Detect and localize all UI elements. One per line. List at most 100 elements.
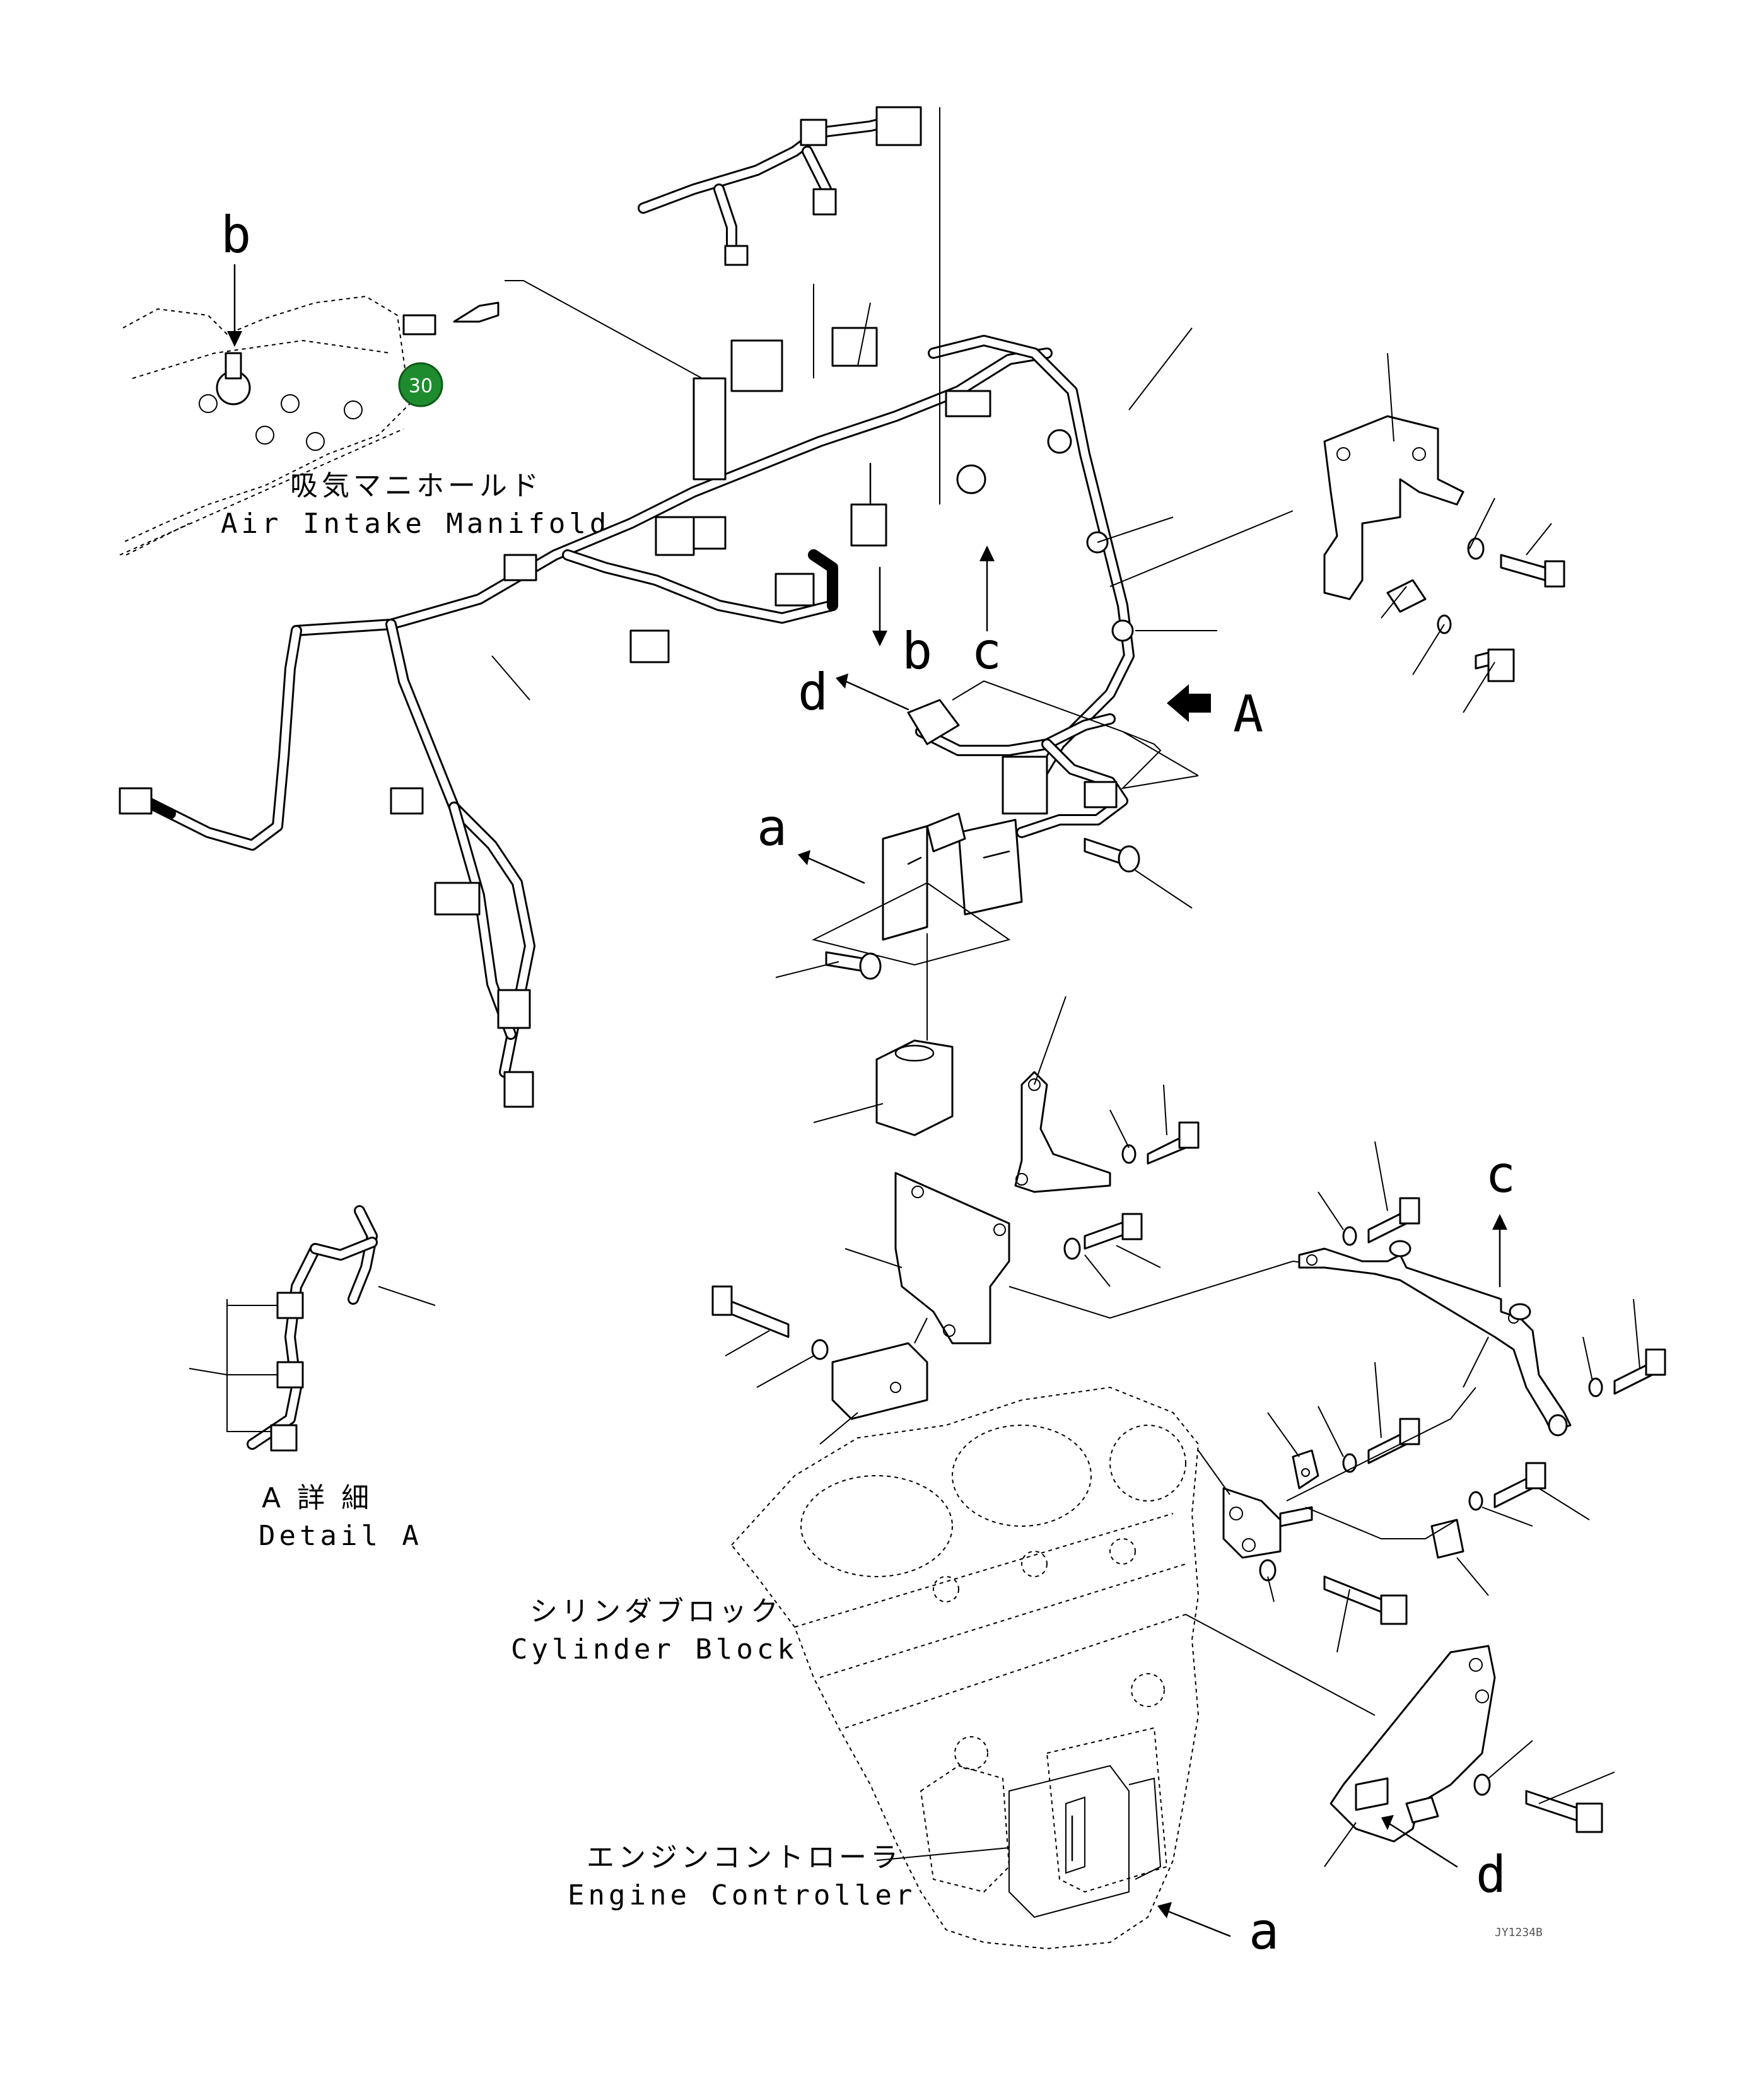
leader-bw-bottom-1: [1488, 1740, 1533, 1779]
bolt-washer-r1: [1342, 1197, 1420, 1246]
leader-washer-mid-2: [1163, 1084, 1167, 1136]
arrowhead-b-mid: [872, 631, 887, 646]
leader-harness-r-2: [1097, 516, 1174, 543]
leader-relay-right: [1135, 870, 1193, 909]
long-stay-bracket: [1298, 1240, 1572, 1437]
leader-bracket-tr-5: [1412, 624, 1445, 675]
view-letter-A: A: [1233, 685, 1263, 744]
leader-small-bracket: [1034, 996, 1067, 1085]
long-bolt-left: [711, 1285, 790, 1338]
leader-bracket-bottom-left: [1324, 1822, 1357, 1867]
leader-bracket-tr-1: [1387, 353, 1394, 442]
view-letter-c-mid: c: [971, 622, 1002, 680]
bracket-bottom-right: [1329, 1645, 1496, 1843]
leader-long-bolt-lower-1: [1267, 1576, 1275, 1602]
arrowhead-d-bottom: [1381, 1815, 1394, 1830]
view-letter-a-left: a: [757, 798, 787, 857]
bolt-relay-right: [1084, 837, 1140, 873]
drawing-code: JY1234B: [1495, 1926, 1543, 1939]
bracket-corner-small: [1292, 1449, 1319, 1490]
leader-harness-left: [491, 655, 530, 701]
leader-controller-cover: [819, 1412, 858, 1445]
leader-bracket-bottom-right: [1185, 1614, 1376, 1716]
air-intake-manifold-label-jp: 吸気マニホールド: [290, 470, 542, 502]
leader-bw-r2a: [1582, 1336, 1593, 1382]
view-letter-b-top: b: [221, 206, 251, 264]
leader-harness-r-5: [952, 680, 1199, 790]
leader-bw-m1b: [1374, 1362, 1382, 1438]
leader-long-bolt-lower-2: [1336, 1589, 1350, 1653]
leader-bw-r2b: [1633, 1298, 1640, 1369]
leader-bracket-tr-6: [1463, 662, 1495, 713]
leader-harness-r-6: [1122, 731, 1199, 776]
bolt-washer-m1: [1342, 1418, 1420, 1473]
arrow-a-left: [806, 856, 865, 884]
engine-controller-label-en: Engine Controller: [568, 1879, 916, 1911]
air-intake-manifold-label-en: Air Intake Manifold: [221, 508, 610, 540]
leader-relay-box: [813, 1103, 884, 1123]
detail-a-label-en: Detail A: [259, 1520, 423, 1552]
leader-bw-bottom-2: [1538, 1771, 1615, 1804]
engine-controller-drawing: [1008, 1765, 1162, 1918]
bolt-relay-left: [825, 951, 882, 980]
detail-a-drawing: [189, 1205, 436, 1452]
bracket-small-clip: [1430, 1519, 1464, 1559]
leader-washer-mid-1: [1109, 1109, 1130, 1148]
detail-a-label-jp: A 詳 細: [262, 1482, 373, 1514]
leader-bracket-tr-3: [1526, 523, 1552, 556]
leader-plate-right: [1008, 1260, 1344, 1319]
leader-bw-m1a: [1318, 1406, 1344, 1457]
leader-stay-plate-horiz: [1305, 1507, 1458, 1539]
leader-plate-bolt: [1116, 1245, 1161, 1268]
leader-sensor-harness: [505, 280, 726, 392]
bolt-washer-m2: [1468, 1462, 1546, 1511]
leader-long-bolt-left: [725, 1330, 770, 1356]
leader-bracket-corner: [1267, 1412, 1300, 1457]
leader-bracket-tr-4: [1381, 586, 1407, 619]
long-bolt-lower: [1259, 1559, 1408, 1625]
leader-plate-left: [844, 1248, 903, 1268]
leader-top-3: [857, 302, 871, 366]
wire-harness-lower: [875, 699, 1128, 1136]
arrow-a-bottom: [1166, 1910, 1231, 1937]
arrow-d-mid: [844, 680, 909, 711]
leader-bracket-tr-2: [1469, 498, 1495, 549]
leader-bw-m2b: [1538, 1488, 1590, 1520]
callout-30-number[interactable]: 30: [409, 375, 433, 397]
controller-cover: [831, 1342, 928, 1420]
stay-plate-left: [1222, 1487, 1313, 1559]
leader-bw-r1a: [1318, 1191, 1344, 1230]
bolt-washer-r2: [1588, 1348, 1666, 1397]
controller-mount-plate: [894, 1172, 1010, 1345]
arrowhead-a-bottom: [1157, 1902, 1172, 1918]
cylinder-block-label-jp: シリンダブロック: [530, 1595, 782, 1628]
callout-30[interactable]: 30: [398, 362, 443, 407]
arrowhead-c-mid: [979, 545, 995, 561]
leader-plate-washer: [1084, 1254, 1111, 1287]
view-letter-d-mid: d: [798, 663, 828, 721]
leader-relay-lower: [775, 961, 839, 978]
arrow-d-bottom: [1386, 1821, 1458, 1868]
leader-stay-cross: [1286, 1387, 1476, 1502]
washer-bolt-plate: [1063, 1213, 1143, 1260]
air-intake-manifold-drawing: [119, 295, 500, 556]
small-bracket-mid: [1014, 1071, 1111, 1193]
view-letter-b-mid: b: [902, 622, 932, 680]
arrowhead-d-mid: [836, 674, 848, 689]
view-letter-a-bottom: a: [1249, 1902, 1279, 1961]
arrow-a-bold[interactable]: [1167, 684, 1211, 722]
leader-small-clip: [1456, 1557, 1489, 1596]
leader-bw-m2a: [1481, 1507, 1533, 1527]
bolt-washer-bottom: [1473, 1773, 1603, 1833]
washer-left: [811, 1339, 829, 1360]
leader-relay-group: [812, 882, 1011, 966]
cylinder-block-drawing: [730, 1386, 1200, 1950]
cylinder-block-label-en: Cylinder Block: [511, 1633, 798, 1665]
view-letter-c-right: c: [1485, 1145, 1516, 1204]
leader-long-stay: [1463, 1336, 1489, 1388]
arrowhead-a-left: [798, 850, 810, 865]
leader-engine-controller: [876, 1847, 1010, 1861]
wire-harness-main: [119, 106, 1135, 1108]
callout-30-circle[interactable]: [398, 362, 443, 407]
leader-cover-plate: [914, 1317, 928, 1344]
